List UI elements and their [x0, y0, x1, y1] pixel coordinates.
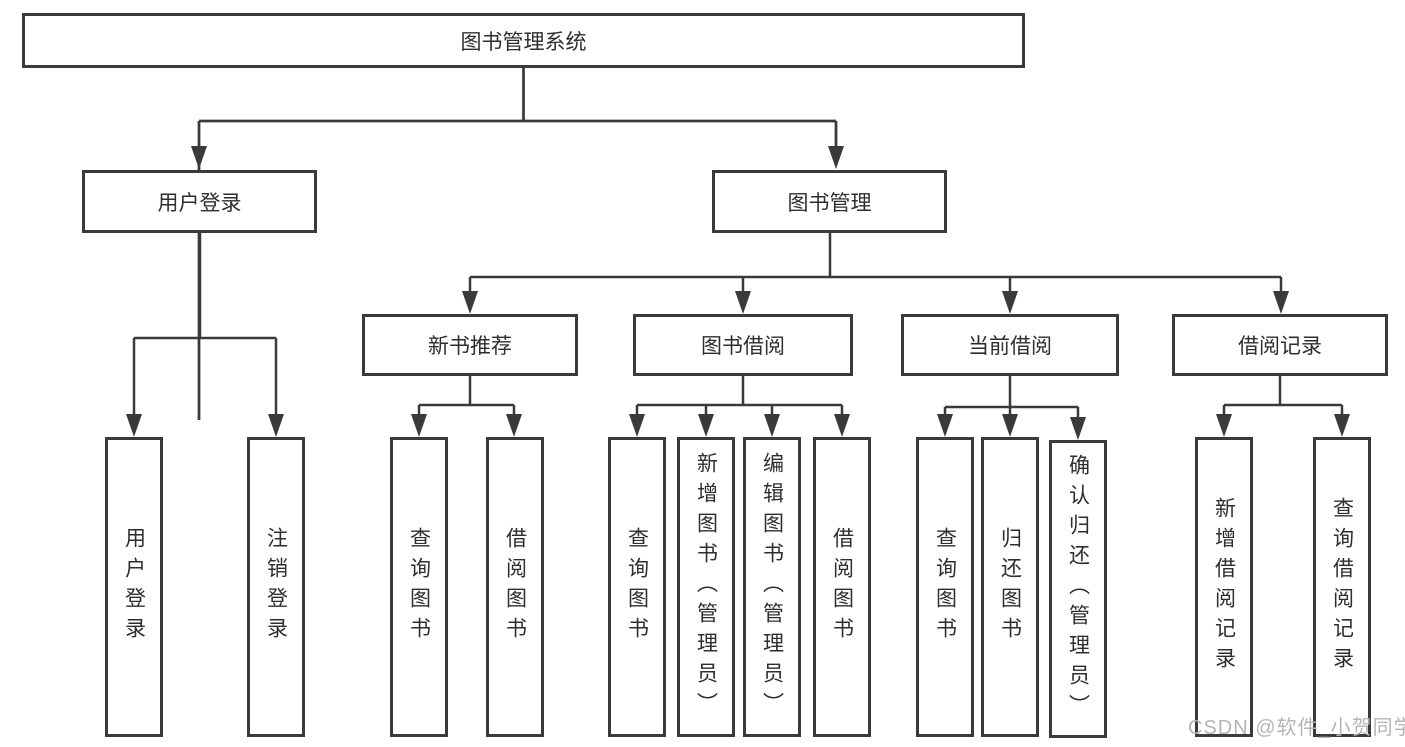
leaf-add-borrow-record: 新增借阅记录 [1195, 437, 1253, 737]
node-book-management: 图书管理 [712, 170, 947, 233]
leaf-edit-book-admin-label: 编辑图书（管理员） [760, 452, 784, 722]
node-user-login-label: 用户登录 [157, 191, 242, 215]
node-book-management-label: 图书管理 [787, 191, 872, 215]
leaf-current-query-books-label: 查询图书 [933, 527, 957, 647]
leaf-newbook-borrow-books-label: 借阅图书 [503, 527, 527, 647]
node-book-borrow: 图书借阅 [633, 314, 853, 376]
leaf-user-login: 用户登录 [105, 437, 163, 737]
leaf-newbook-borrow-books: 借阅图书 [486, 437, 544, 737]
node-current-borrow: 当前借阅 [901, 314, 1119, 376]
node-borrow-records: 借阅记录 [1172, 314, 1388, 376]
leaf-current-query-books: 查询图书 [916, 437, 974, 737]
node-current-borrow-label: 当前借阅 [968, 335, 1052, 358]
leaf-confirm-return-admin: 确认归还（管理员） [1049, 440, 1107, 738]
node-borrow-records-label: 借阅记录 [1238, 335, 1322, 358]
csdn-watermark: CSDN @软件_小贺同学 [1188, 717, 1405, 739]
leaf-borrow-query-books: 查询图书 [608, 437, 666, 737]
leaf-query-borrow-record: 查询借阅记录 [1313, 437, 1371, 737]
leaf-logout: 注销登录 [247, 437, 305, 737]
leaf-add-borrow-record-label: 新增借阅记录 [1212, 497, 1236, 677]
leaf-edit-book-admin: 编辑图书（管理员） [743, 437, 801, 737]
node-book-borrow-label: 图书借阅 [701, 335, 785, 358]
leaf-borrow-query-books-label: 查询图书 [625, 527, 649, 647]
leaf-newbook-query-books-label: 查询图书 [407, 527, 431, 647]
leaf-confirm-return-admin-label: 确认归还（管理员） [1066, 454, 1090, 724]
leaf-return-books-label: 归还图书 [998, 527, 1022, 647]
node-root: 图书管理系统 [22, 13, 1025, 68]
node-user-login: 用户登录 [82, 170, 317, 233]
leaf-user-login-label: 用户登录 [122, 527, 146, 647]
leaf-newbook-query-books: 查询图书 [390, 437, 448, 737]
leaf-add-book-admin: 新增图书（管理员） [677, 437, 735, 737]
leaf-return-books: 归还图书 [981, 437, 1039, 737]
leaf-query-borrow-record-label: 查询借阅记录 [1330, 497, 1354, 677]
node-new-book-recommend-label: 新书推荐 [428, 335, 512, 358]
node-new-book-recommend: 新书推荐 [362, 314, 578, 376]
leaf-borrow-books-label: 借阅图书 [830, 527, 854, 647]
leaf-logout-label: 注销登录 [264, 527, 288, 647]
leaf-add-book-admin-label: 新增图书（管理员） [694, 452, 718, 722]
leaf-borrow-books: 借阅图书 [813, 437, 871, 737]
node-root-label: 图书管理系统 [460, 30, 587, 54]
